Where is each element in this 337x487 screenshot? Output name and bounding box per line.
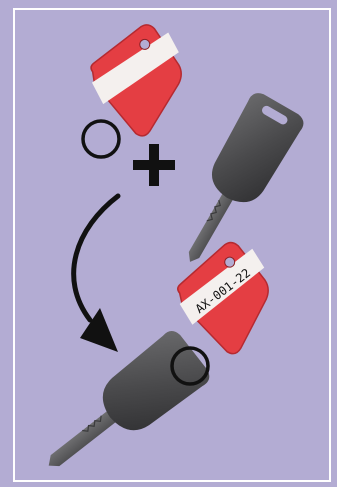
key-with-tag-icon: AX-001-22	[29, 234, 290, 487]
plus-icon	[133, 144, 175, 186]
curved-arrow-icon	[74, 196, 118, 352]
key-tag-icon	[80, 18, 200, 157]
